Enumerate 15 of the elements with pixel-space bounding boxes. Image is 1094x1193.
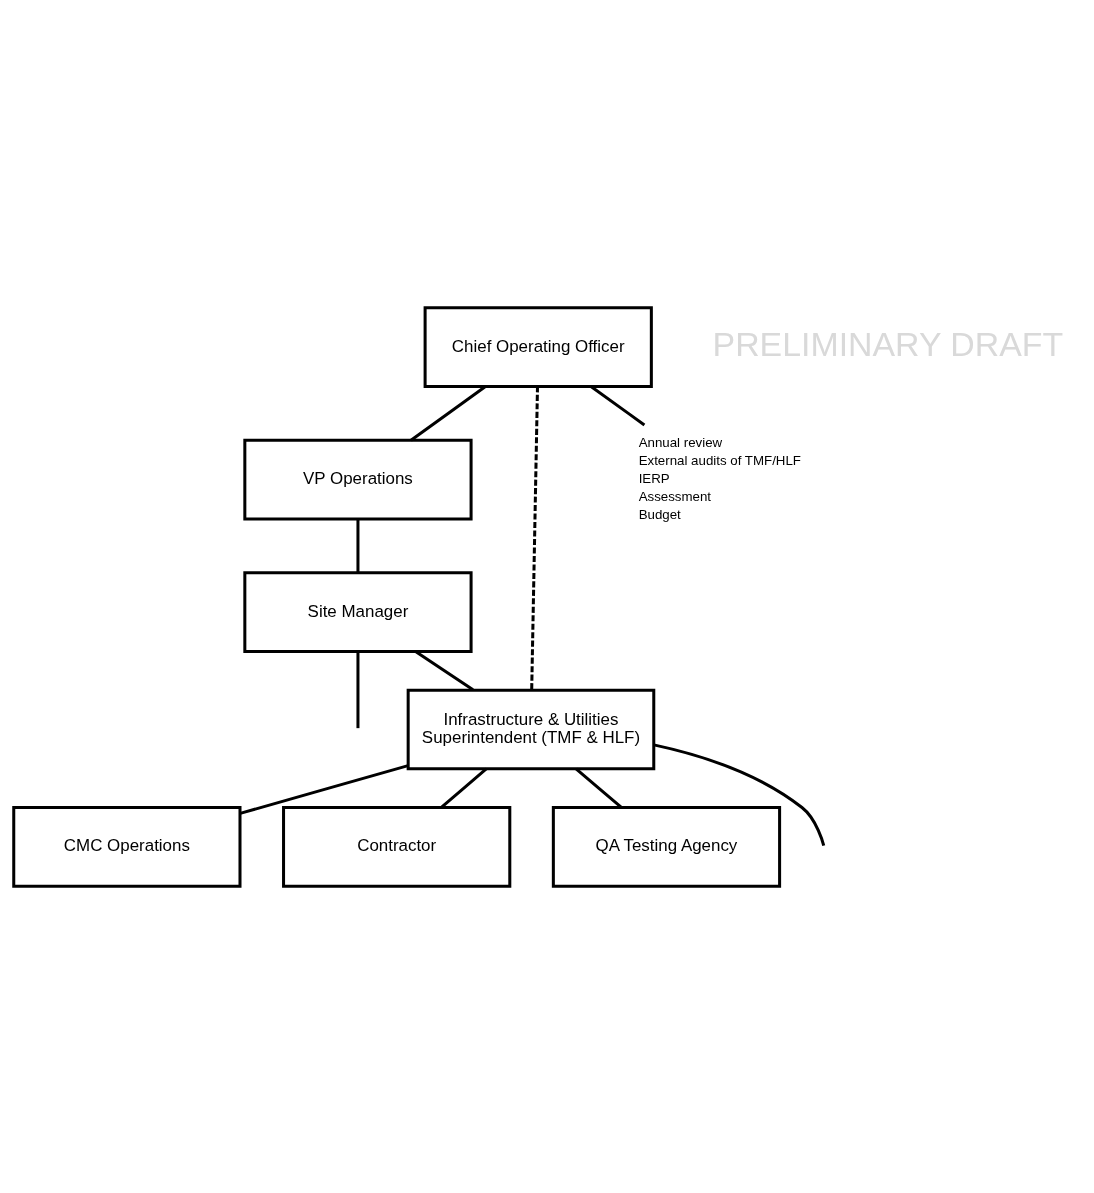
node-box: CMC Operations [12, 805, 242, 888]
connector [239, 763, 409, 815]
node-text: Annual review External audits of TMF/HLF IERP Assessment Budget [638, 434, 801, 522]
node-box: Contractor [282, 805, 512, 888]
node-box: Site Manager [243, 570, 473, 653]
connector [440, 767, 488, 808]
node-box: QA Testing Agency [551, 805, 782, 888]
connector [356, 518, 360, 572]
node-box: VP Operations [243, 438, 473, 520]
connector [356, 651, 360, 728]
connector [575, 767, 623, 808]
node-box: Infrastructure & Utilities Superintendent (TMF & HLF) [406, 688, 656, 770]
node-box: Chief Operating Officer [423, 305, 653, 388]
connector [530, 386, 539, 690]
connector [653, 742, 826, 846]
